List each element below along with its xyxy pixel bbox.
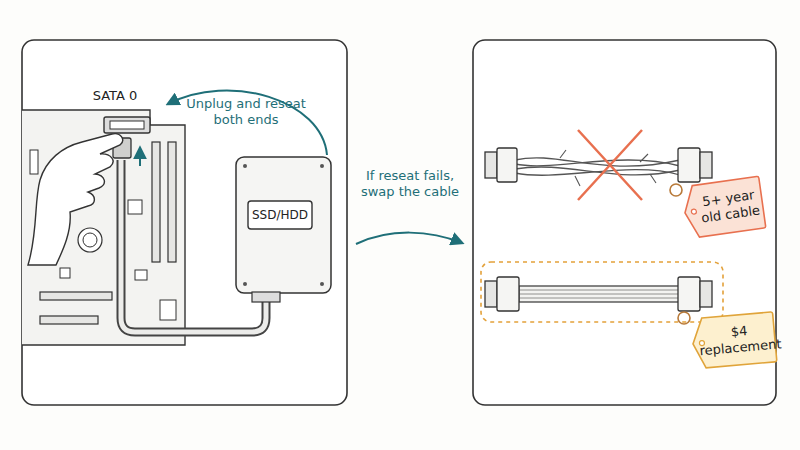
left-panel xyxy=(22,40,347,405)
drive-body xyxy=(236,157,331,293)
cross-mark xyxy=(578,130,642,200)
swap-arrow xyxy=(356,233,462,244)
motherboard xyxy=(22,110,185,345)
price-tag: $4 replacement xyxy=(690,311,778,370)
node-text: SSD/HDD xyxy=(252,208,308,222)
step-note: If reseat fails, swap the cable xyxy=(360,168,460,201)
port-label: SATA 0 xyxy=(80,88,150,104)
drive-connector xyxy=(252,292,280,302)
tag-ring xyxy=(678,312,690,324)
price-tag: 5+ year old cable xyxy=(680,175,767,240)
tag-ring xyxy=(670,184,682,196)
hand xyxy=(28,134,131,265)
reseat-arrow xyxy=(168,90,327,155)
drive-label: SSD/HDD xyxy=(247,200,313,230)
pull-arrow xyxy=(139,148,141,166)
instruction-note: Unplug and reseat both ends xyxy=(186,96,306,129)
new-cable xyxy=(485,277,712,311)
